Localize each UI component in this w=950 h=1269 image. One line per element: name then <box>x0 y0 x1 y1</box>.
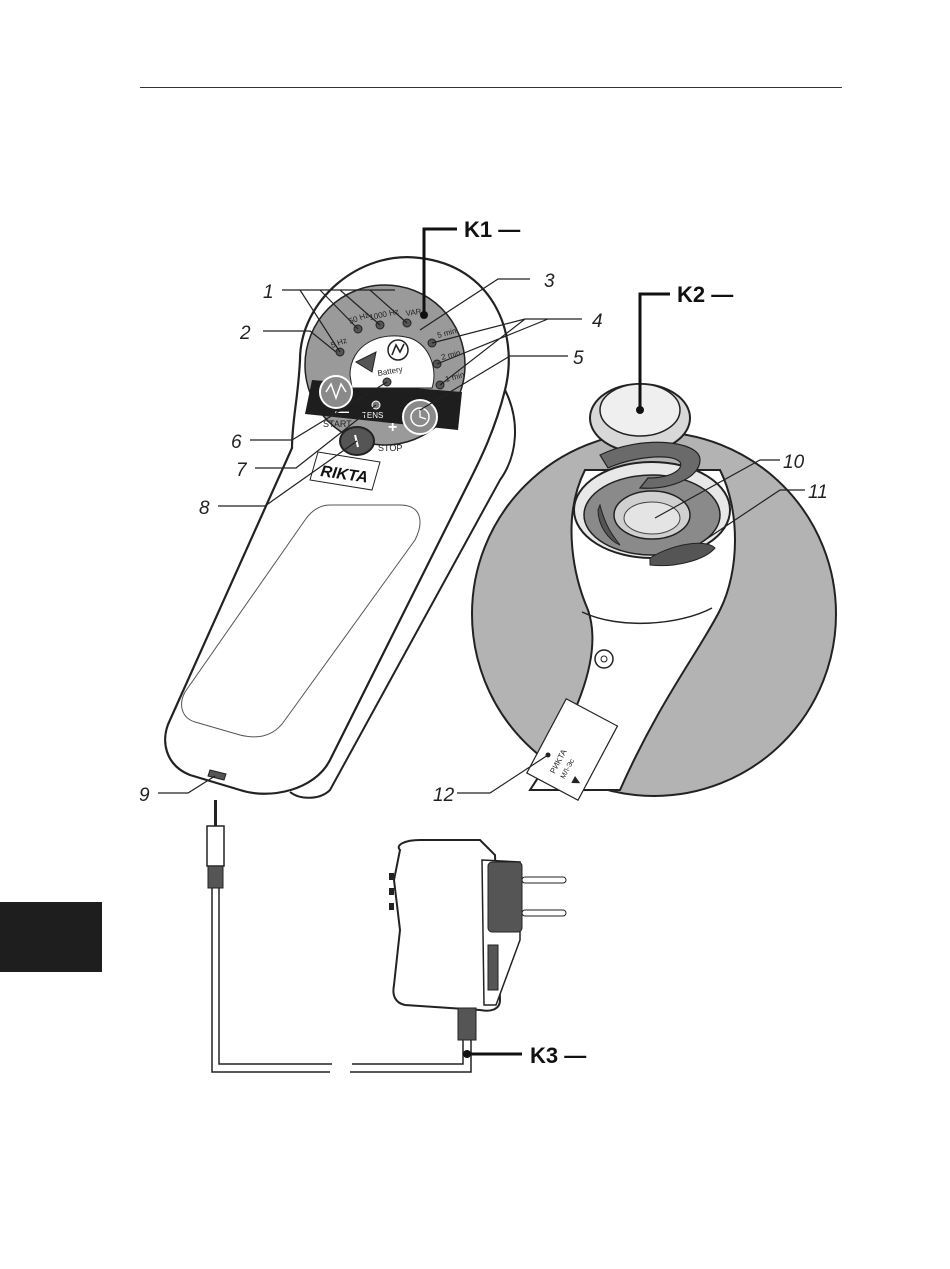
leader-k1-dot <box>420 311 428 319</box>
stop-label: STOP <box>378 443 402 453</box>
adapter-prong-housing <box>488 862 522 932</box>
callout-7: 7 <box>236 460 248 481</box>
callout-k2: K2 — <box>677 282 733 307</box>
detail-lens-inner <box>624 502 680 534</box>
callout-k3: K3 — <box>530 1043 586 1068</box>
leader-k3-dot <box>463 1050 471 1058</box>
adapter-prong-top <box>522 877 566 883</box>
callout-2: 2 <box>239 323 251 344</box>
leader-k2-dot <box>636 406 644 414</box>
adapter-vent-1 <box>389 873 394 880</box>
adapter-prong-bottom <box>522 910 566 916</box>
callout-5: 5 <box>573 348 584 369</box>
callout-12: 12 <box>433 785 455 806</box>
dc-plug-tip <box>214 800 217 826</box>
leader-12-dot <box>546 753 551 758</box>
power-cable <box>212 888 332 1072</box>
dc-plug-grip <box>208 866 223 888</box>
callout-10: 10 <box>783 452 805 473</box>
callout-k1: K1 — <box>464 217 520 242</box>
adapter-vent-2 <box>389 888 394 895</box>
callout-6: 6 <box>231 432 242 453</box>
detail-indicator-dot <box>601 656 607 662</box>
adapter-vent-3 <box>389 903 394 910</box>
tens-label: TENS <box>362 411 383 420</box>
minus-label: — <box>335 403 349 419</box>
power-cable-right <box>350 1040 471 1072</box>
dc-plug-body <box>207 826 224 866</box>
callout-8: 8 <box>199 498 210 519</box>
callout-4: 4 <box>592 311 603 332</box>
callout-9: 9 <box>139 785 150 806</box>
adapter-strain-relief <box>458 1008 476 1040</box>
callout-11: 11 <box>808 482 828 503</box>
plus-label: + <box>388 419 397 436</box>
callout-3: 3 <box>544 271 555 292</box>
adapter-side-slot <box>488 945 498 990</box>
callout-1: 1 <box>263 282 274 303</box>
